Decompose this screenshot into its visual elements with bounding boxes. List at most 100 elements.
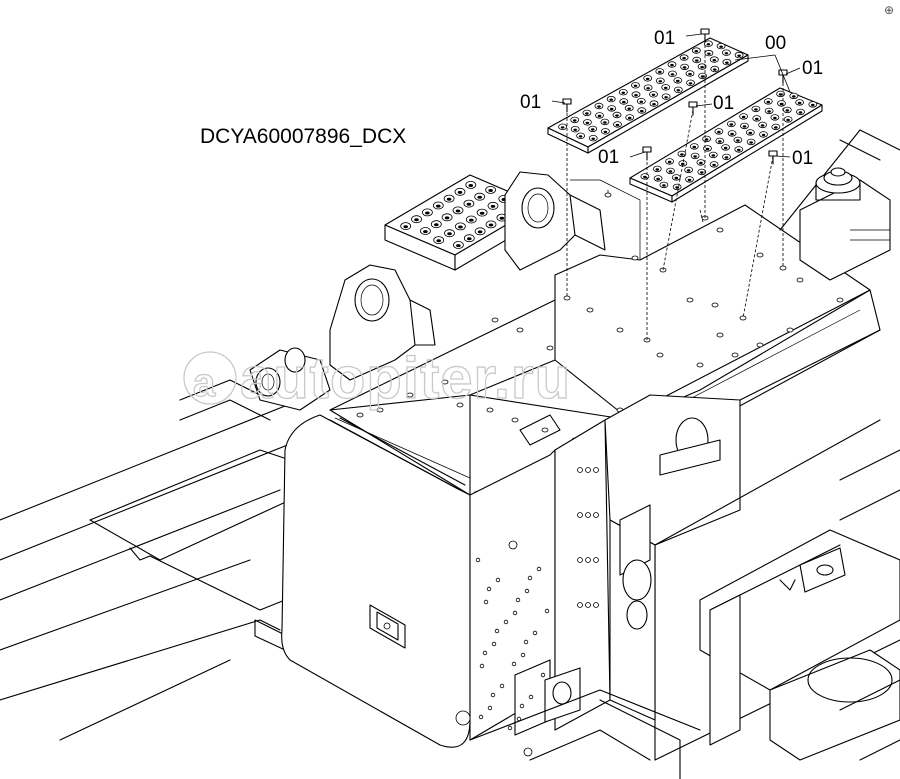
plate-hole-center bbox=[585, 121, 590, 125]
plate-hole-center bbox=[609, 98, 613, 101]
deck-hole bbox=[796, 277, 804, 283]
deck-hole bbox=[696, 362, 704, 368]
panel-hole bbox=[577, 602, 583, 608]
plate-hole-center bbox=[640, 109, 644, 113]
deck-hole bbox=[786, 327, 794, 333]
plate-hole-center bbox=[655, 168, 660, 171]
plate-hole-center bbox=[694, 50, 699, 53]
plate-hole-center bbox=[621, 91, 626, 95]
deck-hole bbox=[376, 407, 384, 413]
panel-hole bbox=[515, 597, 521, 603]
deck-hole bbox=[686, 297, 694, 303]
rear-plate-hole-center bbox=[466, 202, 472, 206]
deck-hole bbox=[456, 402, 464, 408]
plate-hole-center bbox=[670, 73, 675, 76]
front-cover bbox=[281, 414, 471, 748]
plate-hole-center bbox=[798, 111, 803, 114]
deck-hole bbox=[486, 407, 494, 413]
plate-hole-center bbox=[754, 108, 758, 111]
plate-hole-center bbox=[634, 94, 638, 97]
deck-hole bbox=[731, 352, 739, 358]
deck-hole bbox=[616, 327, 624, 333]
plate-hole-center bbox=[578, 135, 583, 138]
rear-plate-hole-center bbox=[477, 230, 483, 234]
plate-hole-center bbox=[736, 139, 740, 142]
callout-01-left: 01 bbox=[520, 92, 541, 113]
rear-plate-hole-center bbox=[414, 218, 419, 222]
swivel-joint bbox=[799, 167, 891, 281]
deck-hole bbox=[656, 352, 664, 358]
panel-hole bbox=[483, 599, 489, 605]
panel-hole bbox=[532, 630, 538, 636]
panel-hole bbox=[495, 577, 501, 583]
rear-plate-hole-center bbox=[490, 204, 496, 208]
callout-01-lower-right: 01 bbox=[792, 148, 813, 169]
plate-hole-center bbox=[786, 118, 790, 122]
plate-hole-center bbox=[676, 79, 680, 83]
deck-hole bbox=[541, 427, 549, 433]
plate-hole-center bbox=[700, 75, 705, 78]
deck-hole bbox=[546, 345, 554, 351]
plate-hole-center bbox=[573, 128, 577, 131]
rear-plate-hole-center bbox=[425, 211, 430, 215]
plate-hole-center bbox=[737, 148, 741, 152]
panel-hole bbox=[585, 512, 591, 518]
plate-hole-center bbox=[707, 52, 711, 55]
watermark: a autopiter.ru bbox=[183, 345, 571, 412]
plate-hole-center bbox=[724, 52, 729, 55]
plate-hole-center bbox=[658, 80, 663, 83]
plate-hole-center bbox=[778, 93, 783, 96]
panel-hole bbox=[544, 608, 550, 614]
panel-hole bbox=[527, 575, 533, 581]
side-panel bbox=[455, 414, 611, 741]
plate-hole-center bbox=[651, 93, 656, 97]
plate-hole-center bbox=[667, 160, 672, 164]
plate-hole-center bbox=[785, 109, 790, 112]
panel-hole bbox=[520, 652, 526, 658]
plate-hole-center bbox=[695, 59, 699, 62]
rear-plate-hole-center bbox=[455, 209, 461, 213]
callout-01-middle: 01 bbox=[713, 93, 734, 114]
rear-plate-hole-center bbox=[436, 239, 442, 243]
panel-hole bbox=[577, 512, 583, 518]
plate-hole-center bbox=[749, 141, 753, 144]
bolt-head bbox=[642, 146, 652, 153]
rear-plate-hole-center bbox=[458, 225, 463, 229]
deck-hole bbox=[779, 265, 787, 271]
deck-hole bbox=[563, 295, 571, 301]
plate-hole-center bbox=[724, 156, 729, 159]
watermark-text: autopiter.ru bbox=[240, 346, 571, 411]
bolt-head bbox=[768, 150, 778, 157]
plate-hole-center bbox=[711, 154, 716, 157]
plate-hole-center bbox=[670, 63, 674, 67]
panel-hole bbox=[585, 467, 591, 473]
plate-hole-center bbox=[597, 105, 601, 108]
plate-hole-center bbox=[645, 77, 650, 81]
plate-hole-center bbox=[760, 124, 765, 127]
lower-right-frame bbox=[699, 449, 900, 761]
panel-hole bbox=[577, 467, 583, 473]
panel-hole bbox=[593, 557, 599, 563]
lower-frame-rails bbox=[0, 379, 301, 741]
rear-plate-hole-center bbox=[469, 218, 474, 222]
plate-hole-center bbox=[663, 86, 668, 90]
deck-hole bbox=[604, 192, 612, 198]
plate-hole-center bbox=[639, 100, 644, 104]
plate-hole-center bbox=[633, 84, 638, 88]
boom-bracket-rear bbox=[504, 171, 606, 271]
plate-hole-center bbox=[712, 59, 717, 62]
rear-plate-hole-center bbox=[468, 184, 474, 187]
plate-hole-center bbox=[811, 103, 815, 107]
panel-hole bbox=[593, 512, 599, 518]
plate-hole-center bbox=[674, 176, 679, 180]
deck-hole bbox=[716, 332, 724, 338]
panel-hole bbox=[536, 566, 542, 572]
plate-hole-center bbox=[675, 186, 679, 189]
plate-hole-center bbox=[712, 163, 716, 167]
plate-hole-center bbox=[723, 146, 728, 150]
plate-hole-center bbox=[773, 116, 777, 120]
plate-hole-center bbox=[766, 100, 771, 104]
panel-hole bbox=[585, 557, 591, 563]
plate-hole-center bbox=[585, 112, 589, 115]
rear-plate-hole-center bbox=[456, 244, 461, 248]
